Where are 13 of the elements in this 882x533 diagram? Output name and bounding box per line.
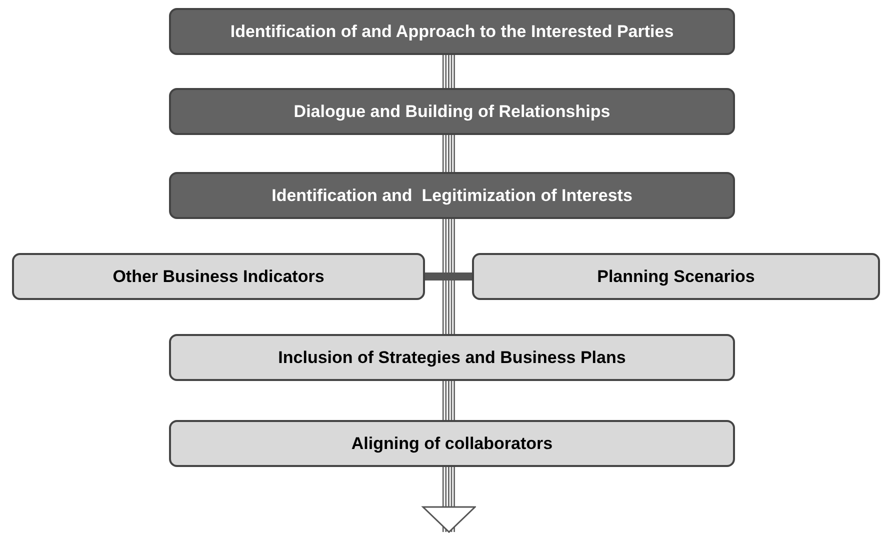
connector-line <box>442 55 456 88</box>
connector-line <box>442 135 456 172</box>
process-box: Identification of and Approach to the Interested Parties <box>169 8 735 55</box>
process-box: Inclusion of Strategies and Business Plans <box>169 334 735 381</box>
process-box: Dialogue and Building of Relationships <box>169 88 735 135</box>
connector-line <box>425 272 472 280</box>
connector-line <box>442 381 456 420</box>
process-box: Planning Scenarios <box>472 253 880 300</box>
process-box: Aligning of collaborators <box>169 420 735 467</box>
process-box: Other Business Indicators <box>12 253 425 300</box>
process-box: Identification and Legitimization of Interests <box>169 172 735 219</box>
connector-line <box>442 219 456 334</box>
connector-arrow <box>422 467 476 533</box>
